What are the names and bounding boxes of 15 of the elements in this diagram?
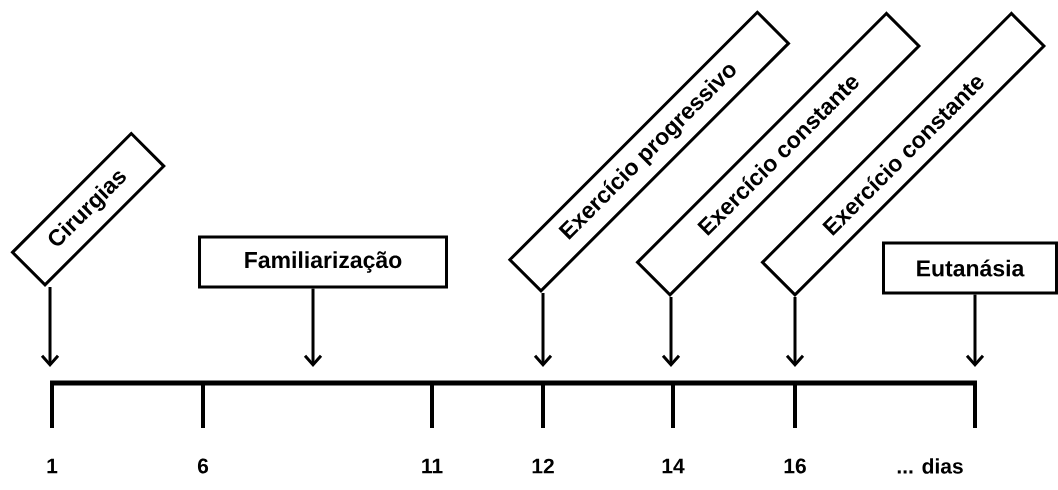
day-label: ... dias <box>897 458 963 474</box>
arrow <box>303 288 323 367</box>
arrow <box>785 297 805 367</box>
day-label: 6 <box>197 458 209 474</box>
arrow <box>965 294 985 367</box>
arrow <box>40 287 60 367</box>
day-label: 11 <box>422 458 443 474</box>
day-label: 12 <box>532 458 554 474</box>
label-box: Familiarização <box>198 235 448 289</box>
day-label: 16 <box>784 458 806 474</box>
day-label: 14 <box>662 458 685 474</box>
arrow <box>533 293 553 367</box>
arrow <box>661 297 681 367</box>
day-label: 1 <box>47 458 58 474</box>
label-box: Eutanásia <box>882 241 1058 295</box>
